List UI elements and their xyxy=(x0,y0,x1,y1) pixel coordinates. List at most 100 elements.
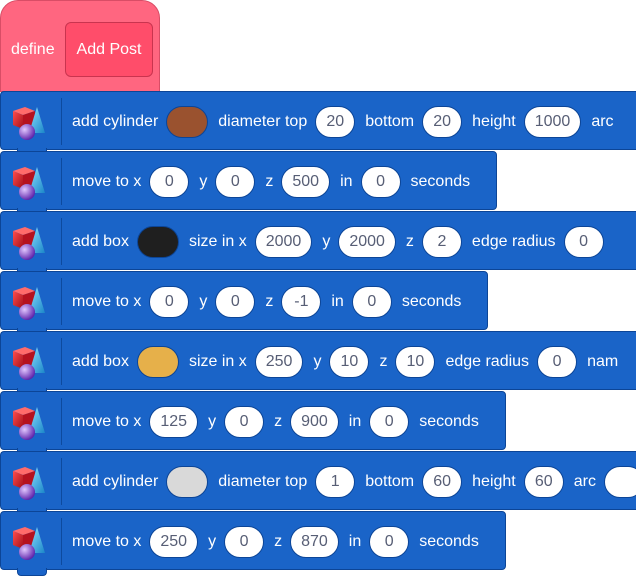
number-input[interactable]: 0 xyxy=(369,405,410,438)
block-label: add box xyxy=(72,232,129,250)
number-input[interactable]: 20 xyxy=(315,105,356,138)
number-input[interactable] xyxy=(603,465,636,498)
number-input[interactable]: 0 xyxy=(537,345,578,378)
block-label: diameter top xyxy=(218,472,308,490)
block-label: z xyxy=(274,412,283,430)
number-input[interactable]: 0 xyxy=(215,285,256,318)
block-label: in xyxy=(340,172,353,190)
number-input[interactable]: 0 xyxy=(149,165,190,198)
block-label: height xyxy=(472,472,516,490)
number-input[interactable]: 250 xyxy=(149,525,199,558)
number-input[interactable]: 0 xyxy=(360,165,401,198)
block-label: nam xyxy=(587,352,619,370)
block-label: bottom xyxy=(365,112,415,130)
number-input[interactable]: 10 xyxy=(329,345,370,378)
number-input[interactable]: 0 xyxy=(224,525,265,558)
number-input[interactable]: 60 xyxy=(523,465,564,498)
number-input[interactable]: 0 xyxy=(563,225,604,258)
block-label: seconds xyxy=(419,532,479,550)
block-divider xyxy=(61,518,62,565)
shapes-extension-icon xyxy=(13,527,45,560)
number-input[interactable]: 2000 xyxy=(338,225,396,258)
shapes-extension-icon xyxy=(13,287,45,320)
number-input[interactable]: 250 xyxy=(254,345,304,378)
block-label: size in x xyxy=(188,352,247,370)
block-divider xyxy=(61,158,62,205)
block-label: diameter top xyxy=(218,112,308,130)
add-cylinder-block[interactable]: add cylinder diameter top 20 bottom 20 height… xyxy=(0,91,636,156)
block-label: y xyxy=(208,532,217,550)
number-input[interactable]: 2000 xyxy=(254,225,313,258)
block-label: edge radius xyxy=(445,352,530,370)
procedure-name[interactable]: Add Post xyxy=(65,22,153,77)
block-label: z xyxy=(379,352,388,370)
color-picker[interactable] xyxy=(136,225,179,258)
number-input[interactable]: 1000 xyxy=(523,105,582,138)
shapes-extension-icon xyxy=(13,227,45,260)
block-label: arc xyxy=(573,472,596,490)
number-input[interactable]: 0 xyxy=(369,525,410,558)
number-input[interactable]: 0 xyxy=(351,285,392,318)
number-input[interactable]: 1 xyxy=(315,465,356,498)
block-label: add box xyxy=(72,352,129,370)
number-input[interactable]: 0 xyxy=(224,405,265,438)
block-label: size in x xyxy=(188,232,247,250)
block-label: z xyxy=(265,292,274,310)
number-input[interactable]: 125 xyxy=(149,405,199,438)
block-label: in xyxy=(331,292,344,310)
block-divider xyxy=(61,338,62,385)
block-label: in xyxy=(348,532,362,550)
block-label: arc xyxy=(591,112,614,130)
block-divider xyxy=(61,98,62,145)
number-input[interactable]: 0 xyxy=(149,285,190,318)
block-divider xyxy=(61,218,62,265)
number-input[interactable]: 2 xyxy=(421,225,462,258)
block-label: y xyxy=(199,292,208,310)
block-label: z xyxy=(265,172,274,190)
number-input[interactable]: 0 xyxy=(215,165,256,198)
number-input[interactable]: 10 xyxy=(395,345,436,378)
number-input[interactable]: 500 xyxy=(281,165,331,198)
shapes-extension-icon xyxy=(13,407,45,440)
block-label: move to x xyxy=(72,532,142,550)
block-label: add cylinder xyxy=(72,112,159,130)
block-divider xyxy=(61,398,62,445)
block-label: bottom xyxy=(365,472,415,490)
color-picker[interactable] xyxy=(166,105,209,138)
block-label: in xyxy=(348,412,362,430)
block-divider xyxy=(61,278,62,325)
block-label: z xyxy=(405,232,414,250)
block-label: seconds xyxy=(401,292,462,310)
shapes-extension-icon xyxy=(13,167,45,200)
block-label: y xyxy=(199,172,208,190)
color-picker[interactable] xyxy=(166,465,209,498)
block-label: height xyxy=(472,112,516,130)
shapes-extension-icon xyxy=(13,467,45,500)
number-input[interactable]: 60 xyxy=(422,465,463,498)
number-input[interactable]: 900 xyxy=(290,405,339,438)
shapes-extension-icon xyxy=(13,107,45,140)
block-divider xyxy=(61,458,62,505)
number-input[interactable]: -1 xyxy=(281,285,322,318)
block-label: move to x xyxy=(72,412,142,430)
block-label: z xyxy=(274,532,283,550)
block-label: edge radius xyxy=(471,232,556,250)
number-input[interactable]: 870 xyxy=(290,525,339,558)
color-picker[interactable] xyxy=(136,345,179,378)
block-row: add cylinder diameter top 20 bottom 20 height… xyxy=(72,92,622,151)
number-input[interactable]: 20 xyxy=(422,105,463,138)
define-hat-block[interactable]: define Add Post xyxy=(0,0,160,92)
